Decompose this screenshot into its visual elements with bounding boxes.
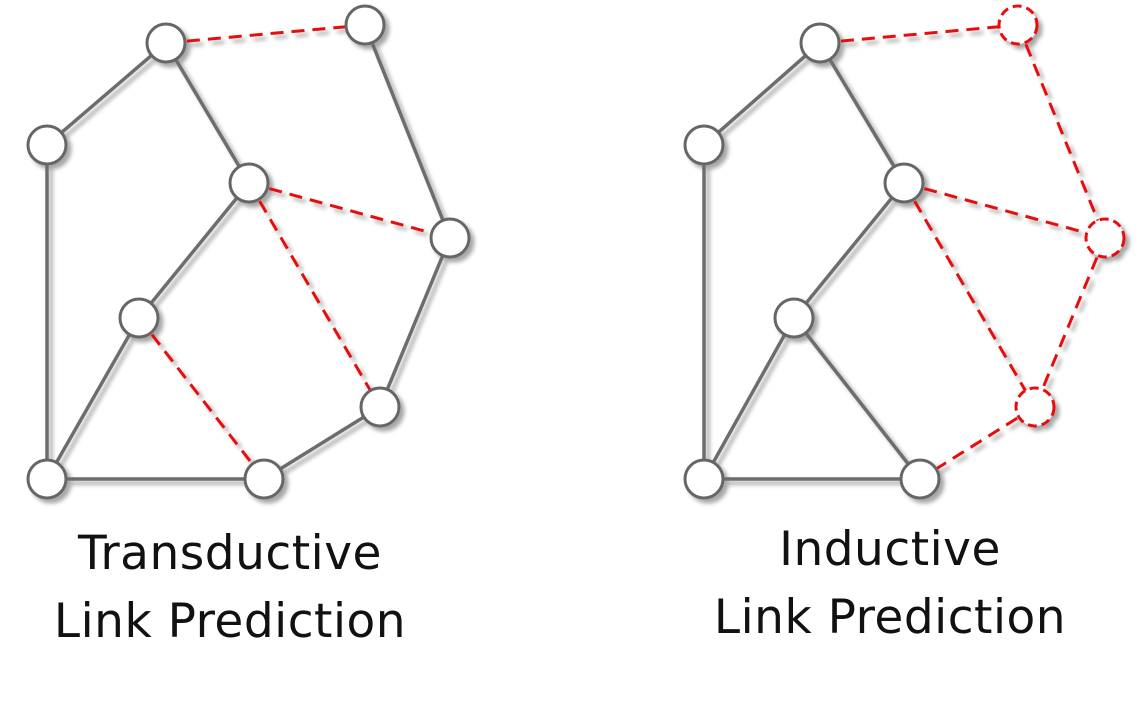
caption-line-2: Link Prediction	[713, 590, 1067, 645]
caption-line-1: Transductive	[78, 526, 382, 581]
transductive-predicted-edges	[137, 23, 451, 480]
edge	[378, 236, 452, 409]
inductive-new-nodes	[997, 4, 1126, 428]
transductive-observed-edges	[45, 23, 452, 481]
caption-line-2: Link Prediction	[53, 594, 407, 649]
predicted-edge	[1033, 237, 1107, 408]
graph-node	[429, 217, 471, 259]
graph-node	[899, 458, 941, 500]
inductive-caption: Inductive Link Prediction	[660, 516, 1120, 652]
edge	[702, 316, 796, 481]
predicted-edge	[903, 181, 1106, 240]
predicted-edge	[247, 182, 382, 408]
graph-node	[228, 162, 270, 204]
caption-line-1: Inductive	[779, 522, 1001, 577]
graph-node	[683, 458, 725, 500]
graph-node	[773, 297, 815, 339]
predicted-edge	[819, 23, 1019, 45]
transductive-nodes	[26, 4, 471, 500]
edge	[262, 405, 382, 481]
predicted-edge	[902, 182, 1037, 408]
graph-node	[799, 22, 841, 64]
inductive-observed-edges	[702, 41, 922, 481]
edge	[792, 181, 906, 320]
inductive-graph	[683, 4, 1126, 500]
inductive-nodes	[683, 22, 941, 500]
predicted-edge	[919, 405, 1036, 481]
graph-node	[359, 386, 401, 428]
graph-node	[243, 458, 285, 500]
new-graph-node	[1014, 386, 1056, 428]
predicted-edge	[248, 181, 451, 240]
graph-node	[118, 297, 160, 339]
graph-node	[683, 124, 725, 166]
edge	[818, 41, 906, 185]
edge	[137, 181, 251, 320]
edge	[702, 41, 822, 147]
edge	[45, 41, 168, 147]
predicted-edge	[1016, 24, 1107, 239]
edge	[792, 316, 922, 481]
inductive-predicted-edges	[819, 23, 1107, 481]
new-graph-node	[997, 4, 1039, 46]
edge	[164, 41, 251, 185]
edge	[45, 316, 141, 481]
graph-node	[145, 22, 187, 64]
graph-node	[883, 162, 925, 204]
transductive-graph	[26, 4, 471, 500]
transductive-caption: Transductive Link Prediction	[0, 520, 460, 656]
graph-node	[344, 4, 386, 46]
edge	[363, 23, 452, 240]
graph-node	[26, 124, 68, 166]
graph-node	[26, 458, 68, 500]
predicted-edge	[137, 317, 266, 480]
predicted-edge	[165, 23, 366, 45]
new-graph-node	[1084, 217, 1126, 259]
